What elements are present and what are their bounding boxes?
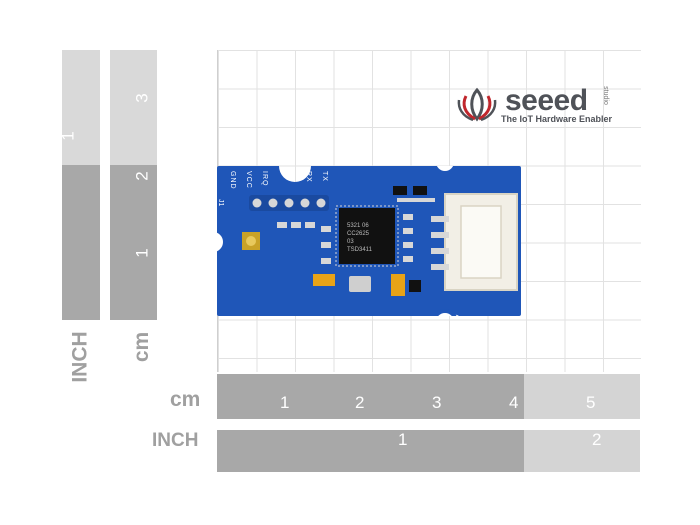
connector-label: J1 <box>217 199 224 207</box>
pin-label-gnd: GND <box>229 171 236 190</box>
vertical-cm-unit-label: cm <box>130 331 154 363</box>
vertical-cm-ruler-dark <box>110 165 157 320</box>
vertical-cm-tick-1: 1 <box>132 248 152 258</box>
header-pin <box>252 198 262 208</box>
horizontal-cm-ruler <box>217 374 524 419</box>
small-transistor <box>409 280 421 292</box>
horizontal-cm-tick-1: 1 <box>280 393 290 412</box>
seeed-logo-icon <box>457 87 497 122</box>
connector-pin <box>431 216 449 222</box>
mounting-hole-left <box>217 228 227 256</box>
vertical-cm-ruler-light <box>110 50 157 165</box>
logo-studio-text: studio <box>601 86 609 105</box>
horizontal-inch-unit-label: INCH <box>152 430 199 451</box>
header-pin <box>316 198 326 208</box>
mounting-hole-top <box>432 166 458 175</box>
ic-pads <box>397 198 435 202</box>
pin-label-irq: IRQ <box>261 171 268 187</box>
horizontal-cm-tick-5: 5 <box>586 393 596 412</box>
pcb-board-image <box>217 166 521 316</box>
tantalum-capacitor <box>391 274 405 296</box>
chip-line-1: 5321 06 <box>347 223 369 229</box>
chip-line-4: TSD3411 <box>347 247 372 253</box>
horizontal-cm-ruler-extension <box>524 374 640 419</box>
chip-marking: 5321 06 CC2625 03 TSD3411 <box>347 222 397 254</box>
mounting-hole-bottom <box>433 309 457 316</box>
horizontal-inch-ruler <box>217 430 524 472</box>
horizontal-cm-tick-4: 4 <box>509 393 519 412</box>
horizontal-inch-ruler-extension <box>524 430 640 472</box>
nfc-chip <box>339 208 395 264</box>
tantalum-capacitor <box>313 274 335 286</box>
vertical-inch-ruler-light <box>62 50 100 165</box>
horizontal-inch-tick-1: 1 <box>398 430 408 449</box>
horizontal-cm-tick-3: 3 <box>432 393 442 412</box>
vertical-inch-unit-label: INCH <box>68 331 92 383</box>
connector-pin <box>431 248 449 254</box>
connector-pin <box>431 264 449 270</box>
connector-pin <box>431 232 449 238</box>
logo-tagline: The IoT Hardware Enabler <box>501 114 613 124</box>
horizontal-cm-tick-2: 2 <box>355 393 365 412</box>
header-pin <box>268 198 278 208</box>
chip-pads <box>335 205 399 267</box>
vertical-cm-tick-3: 3 <box>132 93 152 103</box>
chip-line-3: 03 <box>347 239 354 245</box>
vertical-inch-ruler-dark <box>62 165 100 320</box>
header-pin <box>284 198 294 208</box>
horizontal-inch-tick-2: 2 <box>592 430 602 449</box>
connector-socket <box>460 205 502 279</box>
antenna-pad-center <box>246 236 256 246</box>
chip-line-2: CC2625 <box>347 231 370 237</box>
crystal <box>349 276 371 292</box>
header-pin <box>300 198 310 208</box>
vertical-inch-tick-1: 1 <box>58 131 78 141</box>
pin-label-rx: RX <box>305 171 312 183</box>
small-ic <box>393 186 407 195</box>
logo-brand-text: seeed <box>505 84 588 117</box>
small-ic <box>413 186 427 195</box>
pin-label-tx: TX <box>321 171 328 182</box>
vertical-cm-tick-2: 2 <box>132 171 152 181</box>
horizontal-cm-unit-label: cm <box>170 388 201 411</box>
pin-label-vcc: VCC <box>245 171 252 189</box>
